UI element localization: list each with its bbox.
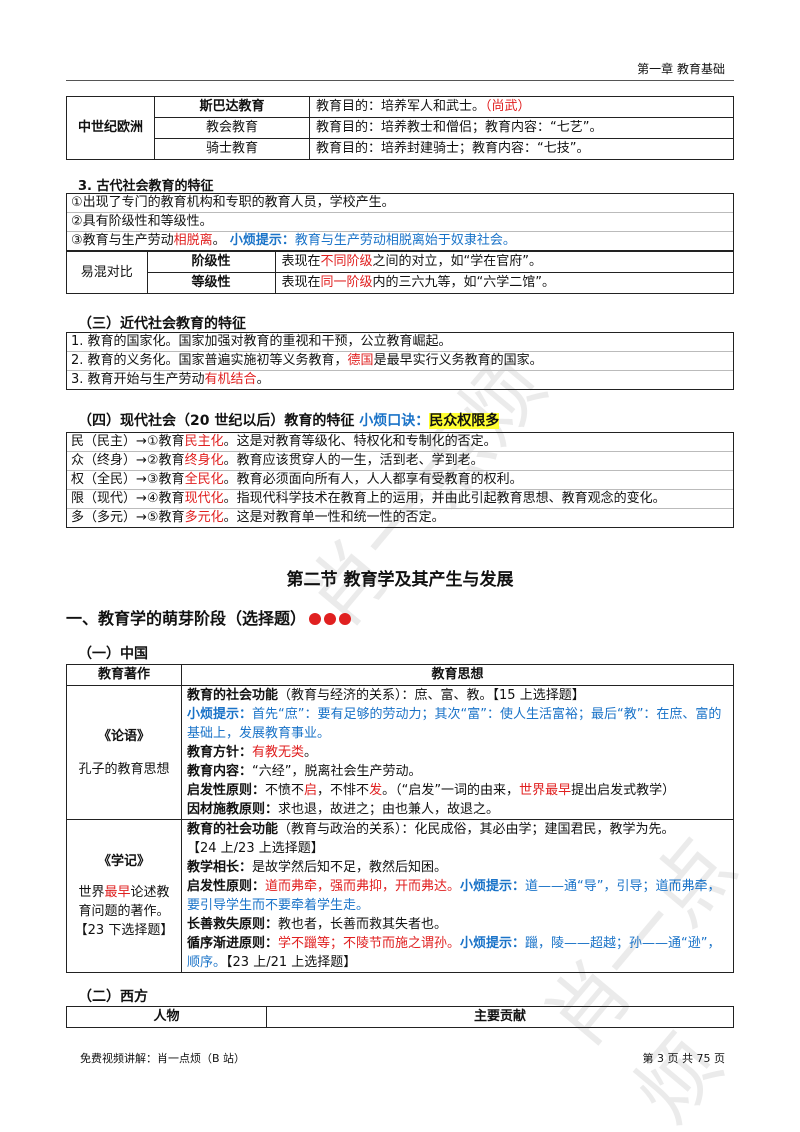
section-title: （四）现代社会（20 世纪以后）教育的特征 小烦口诀：民众权限多 bbox=[78, 413, 500, 429]
ancient-features-box: ①出现了专门的教育机构和专职的教育人员，学校产生。 ②具有阶级性和等级性。 ③教… bbox=[66, 193, 734, 294]
importance-dot-icon bbox=[339, 613, 352, 625]
table-row: 教会教育 教育目的：培养教士和僧侣；教育内容：“七艺”。 bbox=[67, 117, 734, 139]
thought-cell: 教育的社会功能（教育与经济的关系）：庶、富、教。【15 上选择题】 小烦提示：首… bbox=[181, 685, 734, 820]
feature-line: 众（终身）→②教育终身化。教育应该贯穿人的一生，活到老、学到老。 bbox=[67, 452, 733, 471]
desc-cell: 教育目的：培养军人和武士。（尚武） bbox=[309, 96, 734, 118]
column-header: 教育思想 bbox=[181, 664, 734, 686]
feature-line: 2. 教育的义务化。国家普遍实施初等义务教育，德国是最早实行义务教育的国家。 bbox=[67, 352, 733, 371]
column-header: 教育著作 bbox=[66, 664, 182, 686]
section-title: （三）近代社会教育的特征 bbox=[78, 316, 246, 332]
feature-line: 多（多元）→⑤教育多元化。这是对教育单一性和统一性的否定。 bbox=[71, 510, 445, 525]
chapter-header: 第一章 教育基础 bbox=[637, 62, 725, 76]
header-rule bbox=[66, 80, 734, 81]
feature-line: 民（民主）→①教育民主化。这是对教育等级化、特权化和专制化的否定。 bbox=[67, 433, 733, 452]
feature-line: 1. 教育的国家化。国家加强对教育的重视和干预，公立教育崛起。 bbox=[67, 333, 733, 352]
work-cell: 《论语》 孔子的教育思想 bbox=[66, 685, 182, 820]
desc-cell: 教育目的：培养教士和僧侣；教育内容：“七艺”。 bbox=[309, 117, 734, 139]
column-header: 人物 bbox=[66, 1006, 267, 1028]
importance-dot-icon bbox=[324, 613, 337, 625]
section-title: （一）中国 bbox=[78, 646, 148, 662]
modern-features-box: 1. 教育的国家化。国家加强对教育的重视和干预，公立教育崛起。 2. 教育的义务… bbox=[66, 332, 734, 390]
page-number: 第 3 页 共 75 页 bbox=[642, 1052, 725, 1065]
compare-value: 表现在不同阶级之间的对立，如“学在官府”。 bbox=[274, 251, 733, 273]
west-table: 人物 主要贡献 bbox=[66, 1006, 734, 1028]
contemporary-features-box: 民（民主）→①教育民主化。这是对教育等级化、特权化和专制化的否定。 众（终身）→… bbox=[66, 432, 734, 528]
thought-cell: 教育的社会功能（教育与政治的关系）：化民成俗，其必由学；建国君民，教学为先。 【… bbox=[181, 819, 734, 973]
part-heading: 一、教育学的萌芽阶段（选择题） bbox=[66, 605, 352, 629]
feature-line: 限（现代）→④教育现代化。指现代科学技术在教育上的运用，并由此引起教育思想、教育… bbox=[67, 490, 733, 509]
mnemonic-highlight: 民众权限多 bbox=[429, 413, 500, 429]
table-row: 《论语》 孔子的教育思想 教育的社会功能（教育与经济的关系）：庶、富、教。【15… bbox=[66, 685, 734, 820]
table-row: 中世纪欧洲 斯巴达教育 教育目的：培养军人和武士。（尚武） bbox=[66, 96, 734, 160]
feature-line: 3. 教育开始与生产劳动有机结合。 bbox=[71, 372, 270, 387]
feature-line: ②具有阶级性和等级性。 bbox=[67, 213, 733, 232]
name-cell: 教会教育 bbox=[154, 117, 310, 139]
work-cell: 《学记》 世界最早论述教育问题的著作。 【23 下选择题】 bbox=[66, 819, 182, 973]
footer-left: 免费视频讲解：肖一点烦（B 站） bbox=[80, 1052, 246, 1065]
table-row: 《学记》 世界最早论述教育问题的著作。 【23 下选择题】 教育的社会功能（教育… bbox=[66, 819, 734, 973]
ancient-education-table: 中世纪欧洲 斯巴达教育 教育目的：培养军人和武士。（尚武） 教会教育 教育目的：… bbox=[66, 96, 734, 160]
desc-cell: 教育目的：培养封建骑士；教育内容：“七技”。 bbox=[309, 138, 734, 160]
china-table: 教育著作 教育思想 《论语》 孔子的教育思想 教育的社会功能（教育与经济的关系）… bbox=[66, 664, 734, 973]
importance-dot-icon bbox=[309, 613, 322, 625]
compare-key: 等级性 bbox=[146, 272, 276, 293]
section-title: （二）西方 bbox=[78, 989, 148, 1005]
name-cell: 骑士教育 bbox=[154, 138, 310, 160]
compare-key: 阶级性 bbox=[146, 251, 276, 273]
section-title: 3. 古代社会教育的特征 bbox=[78, 179, 214, 194]
feature-line: ③教育与生产劳动相脱离。 小烦提示：教育与生产劳动相脱离始于奴隶社会。 bbox=[67, 232, 733, 251]
compare-value: 表现在同一阶级内的三六九等，如“六学二馆”。 bbox=[274, 272, 733, 293]
group-cell: 中世纪欧洲 bbox=[66, 96, 155, 160]
compare-label: 易混对比 bbox=[67, 251, 148, 293]
column-header: 主要贡献 bbox=[266, 1006, 734, 1028]
table-row: 骑士教育 教育目的：培养封建骑士；教育内容：“七技”。 bbox=[67, 138, 734, 160]
compare-table: 易混对比 阶级性 表现在不同阶级之间的对立，如“学在官府”。 等级性 表现在同一… bbox=[67, 251, 733, 293]
section-heading: 第二节 教育学及其产生与发展 bbox=[286, 570, 514, 590]
name-cell: 斯巴达教育 bbox=[154, 96, 310, 118]
feature-line: 权（全民）→③教育全民化。教育必须面向所有人，人人都享有受教育的权利。 bbox=[67, 471, 733, 490]
feature-line: ①出现了专门的教育机构和专职的教育人员，学校产生。 bbox=[67, 194, 733, 213]
